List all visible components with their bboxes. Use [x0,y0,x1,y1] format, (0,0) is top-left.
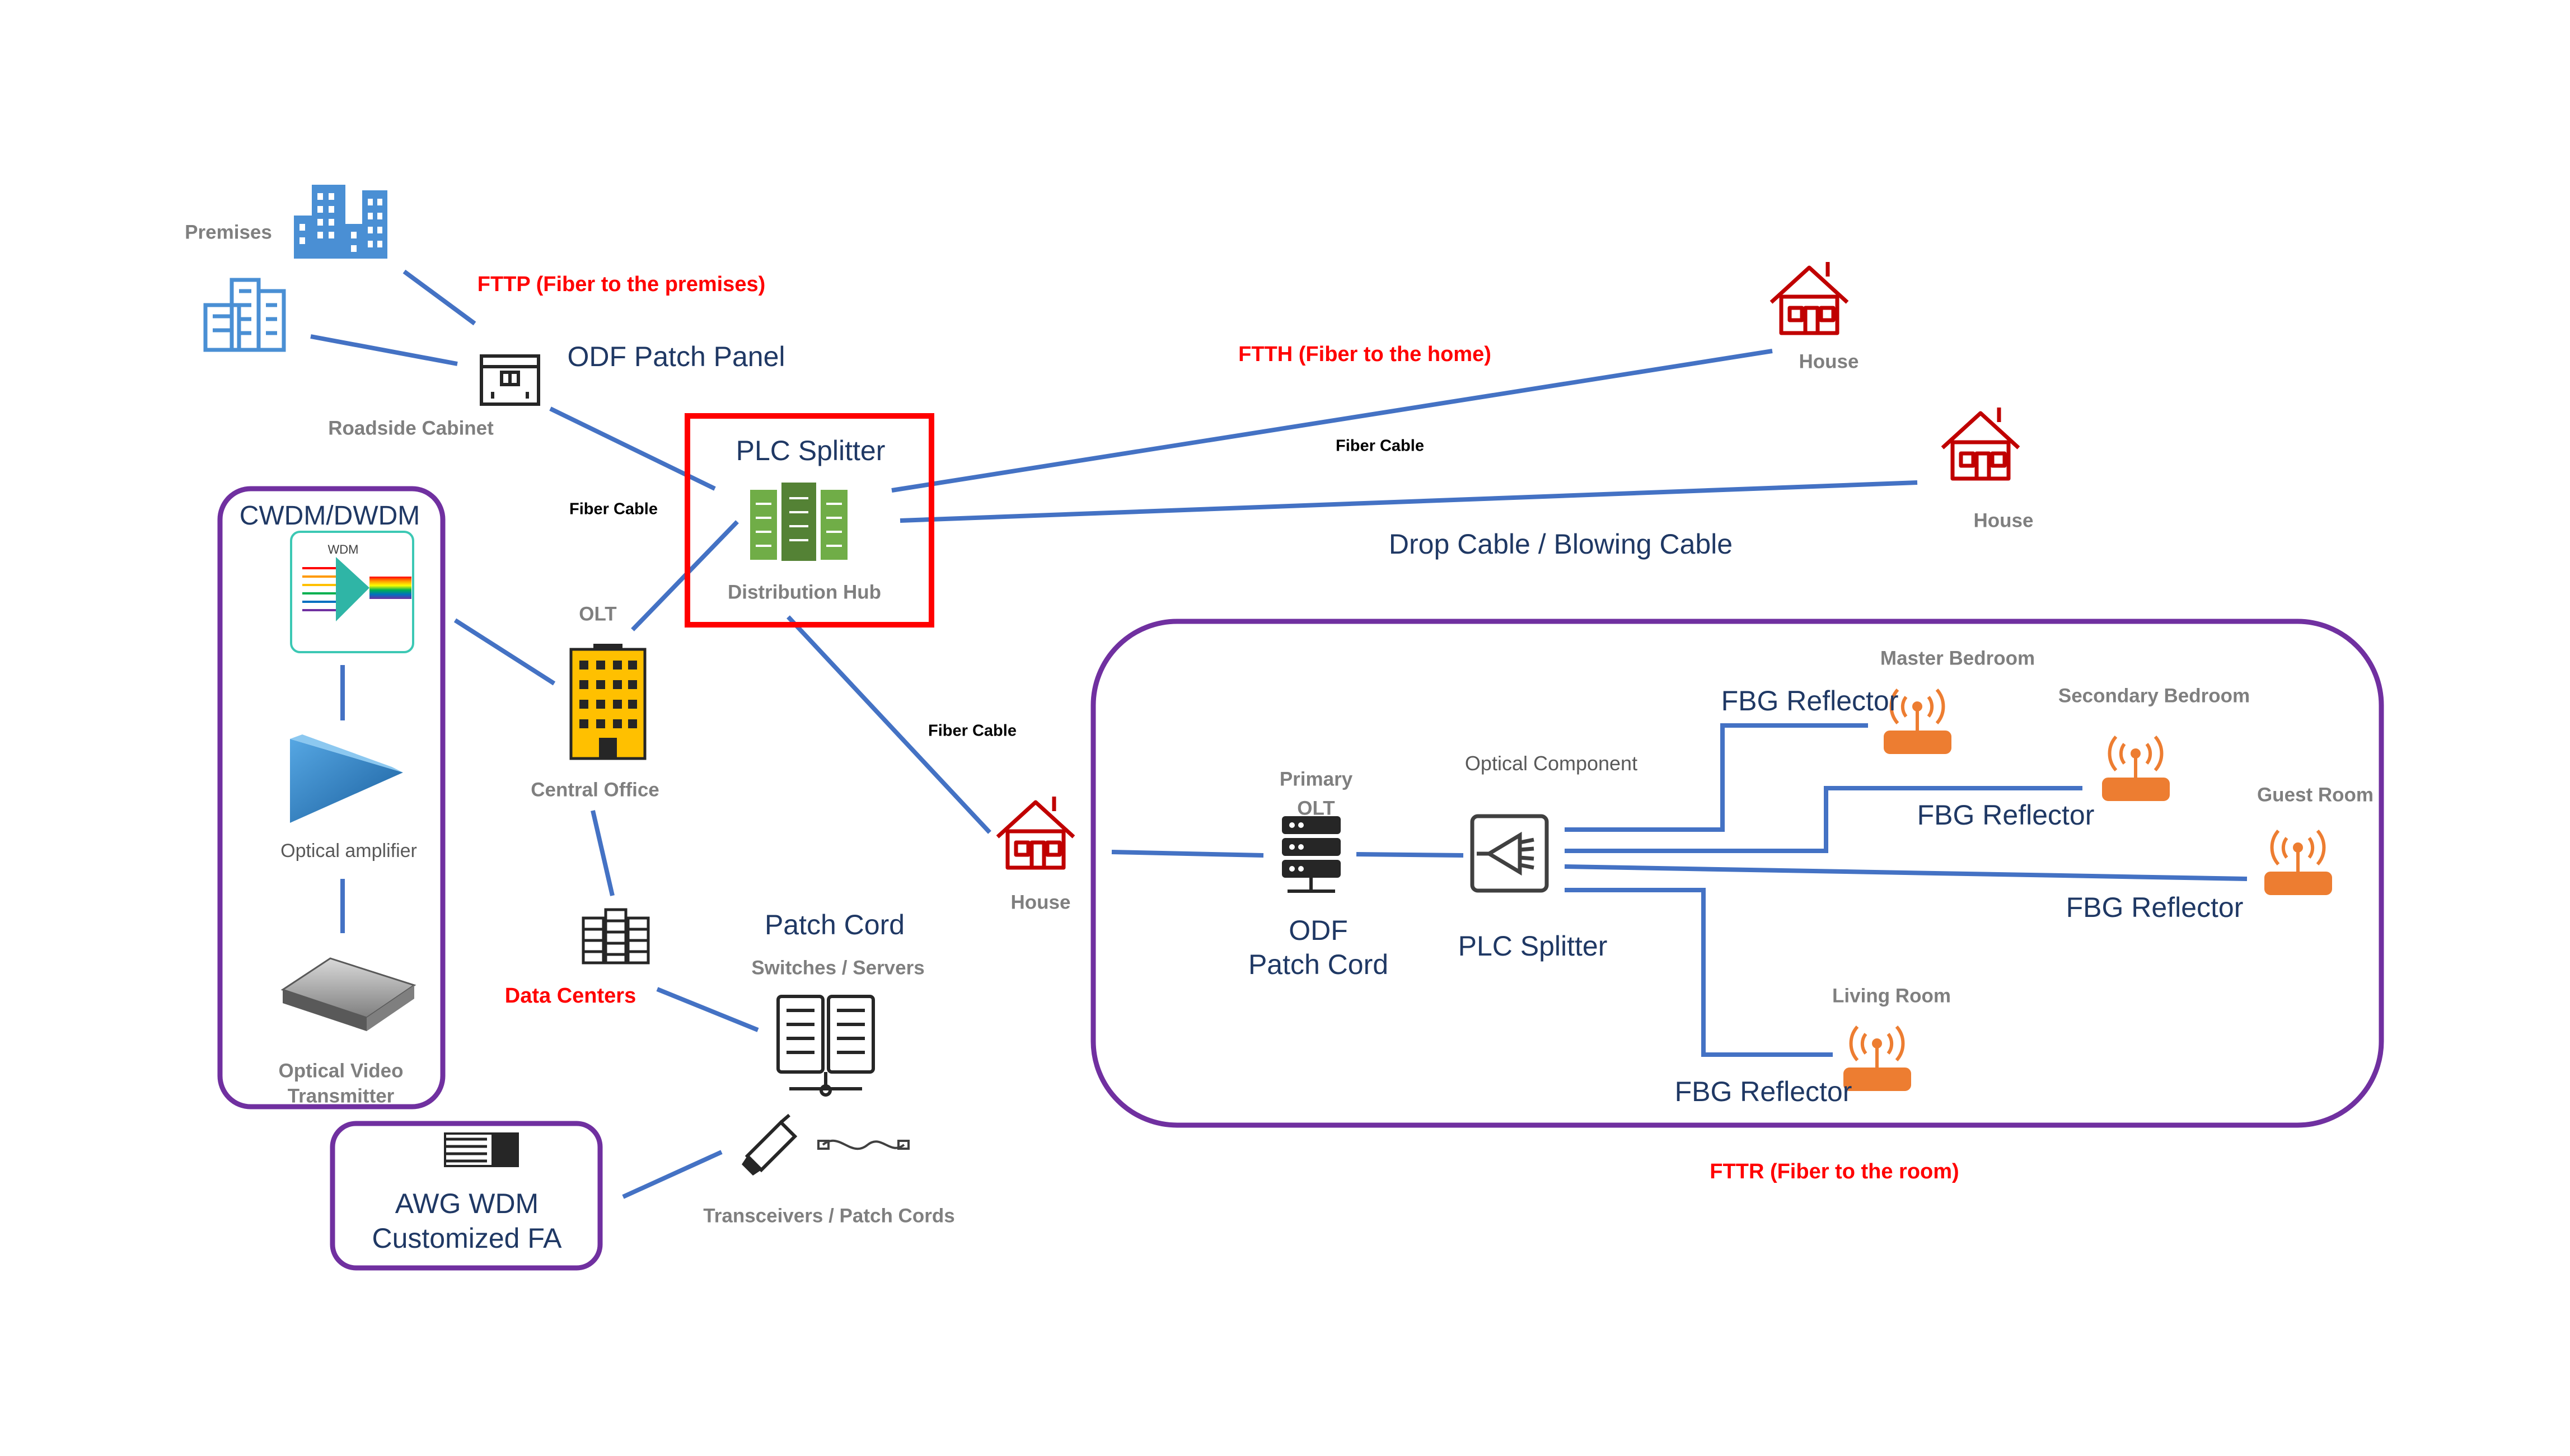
plc-splitter-room-label: PLC Splitter [1458,930,1608,962]
distribution-hub-icon [750,483,848,561]
drop-cable-label: Drop Cable / Blowing Cable [1388,528,1733,560]
link-fbg-4 [1565,888,1833,1057]
link-hub-house-3 [787,615,991,834]
link-awg-transceiver [622,1150,723,1199]
central-office-label: Central Office [531,779,659,801]
odf-label-2: Patch Cord [1248,949,1389,980]
primary-olt-label: OLT [1297,797,1335,820]
data-centers-label: Data Centers [504,984,636,1008]
house-icon-2 [1941,408,2020,481]
house-icon-3 [996,797,1075,870]
patch-cord-label: Patch Cord [764,909,905,940]
central-office-icon [569,644,647,760]
link-fbg-1 [1565,723,1868,832]
premises-label: Premises [185,221,272,244]
fbg-reflector-label-4: FBG Reflector [1674,1076,1852,1107]
living-room-label: Living Room [1832,985,1951,1007]
optical-video-transmitter-icon [280,957,416,1031]
house-label-3: House [1010,891,1071,914]
odf-patch-panel-label: ODF Patch Panel [567,341,785,372]
link-fbg-3 [1564,864,2248,881]
fbg-reflector-label-2: FBG Reflector [1917,799,2095,831]
wdm-icon [290,531,414,653]
fttr-group [1090,619,2384,1128]
guest-room-label: Guest Room [2257,784,2374,806]
fbg-reflector-label-1: FBG Reflector [1721,685,1899,717]
optical-amplifier-label: Optical amplifier [280,840,417,862]
primary-label: Primary [1279,768,1353,790]
house-label-2: House [1973,509,2034,532]
awg-wdm-icon [444,1132,519,1167]
plc-splitter-component-icon [1470,814,1549,893]
fiber-cable-label-left: Fiber Cable [569,500,658,518]
olt-label: OLT [579,603,617,625]
switches-servers-label: Switches / Servers [751,957,925,979]
router-icon-4 [1843,1026,1911,1091]
awg-wdm-label-1: AWG WDM [395,1188,539,1219]
optical-video-transmitter-label-1: Optical Video [278,1060,404,1082]
ftth-label: FTTH (Fiber to the home) [1238,343,1491,366]
secondary-bedroom-label: Secondary Bedroom [2058,685,2250,707]
optical-video-transmitter-label-2: Transmitter [287,1085,395,1107]
fttp-label: FTTP (Fiber to the premises) [477,273,766,296]
master-bedroom-label: Master Bedroom [1880,647,2035,670]
house-icon-1 [1769,262,1849,335]
link-odf-plc [1356,852,1464,858]
router-icon-3 [2264,830,2332,895]
plc-highlight-box [685,413,934,628]
link-building-cabinet [310,334,458,366]
switches-servers-icon [776,995,875,1097]
premises-buildings-icon [294,185,387,259]
fbg-reflector-label-3: FBG Reflector [2066,892,2244,923]
link-hub-house-1 [891,349,1773,493]
data-center-icon [582,908,650,965]
distribution-hub-label: Distribution Hub [727,581,882,603]
roadside-cabinet-icon [480,354,540,406]
link-premises-cabinet [402,269,476,326]
fiber-cable-label-top: Fiber Cable [1336,437,1424,455]
link-fbg-2 [1565,786,2082,853]
link-hub-house-2 [900,480,1918,523]
wdm-caption: WDM [327,542,359,556]
odf-label-1: ODF [1289,915,1348,946]
office-buildings-icon [203,278,286,352]
connection-lines [310,269,2248,1199]
transceiver-icon [742,1113,798,1176]
optical-amplifier-icon [290,734,403,823]
optical-component-label: Optical Component [1464,752,1638,775]
roadside-cabinet-label: Roadside Cabinet [328,417,494,439]
fiber-cable-label-mid: Fiber Cable [928,722,1017,740]
cwdm-dwdm-group [217,486,446,1109]
patch-cord-icon [817,1139,910,1150]
transceivers-label: Transceivers / Patch Cords [703,1205,955,1227]
awg-wdm-label-2: Customized FA [372,1223,562,1254]
router-icon-2 [2102,736,2170,801]
cwdm-dwdm-title: CWDM/DWDM [239,501,420,531]
house-label-1: House [1799,350,1859,373]
plc-splitter-hub-label: PLC Splitter [736,435,886,466]
link-house-odf [1111,850,1264,858]
link-datacenter-switch [656,987,759,1032]
router-icon-1 [1884,689,1951,754]
fttr-label: FTTR (Fiber to the room) [1710,1160,1959,1183]
link-office-datacenter [591,810,615,896]
link-wdm-office [453,618,556,686]
awg-group [330,1121,603,1271]
odf-rack-icon [1282,816,1341,893]
